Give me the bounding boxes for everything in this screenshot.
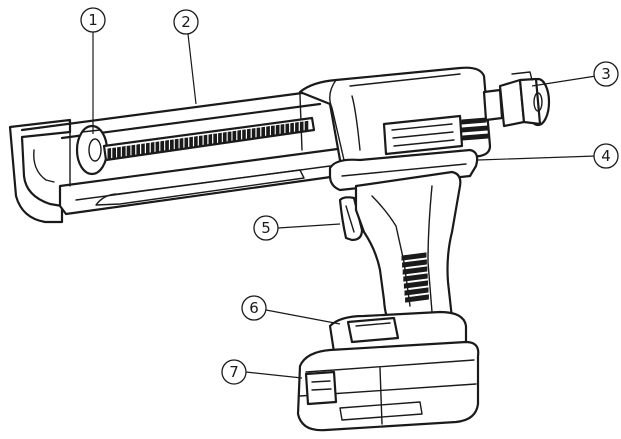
piston-disc (75, 124, 109, 176)
callout-6: 6 (241, 295, 267, 321)
pistol-grip (354, 170, 462, 336)
toothed-rack (102, 116, 316, 162)
callout-2-label: 2 (181, 13, 191, 31)
callout-5: 5 (253, 215, 279, 241)
battery-pack (296, 340, 480, 432)
callout-5-label: 5 (261, 219, 271, 237)
leader-7 (245, 371, 303, 379)
rear-knob (482, 71, 551, 128)
handle-collar (328, 148, 479, 192)
callout-1-label: 1 (88, 11, 98, 29)
callout-7-label: 7 (229, 363, 239, 381)
callout-6-label: 6 (249, 299, 259, 317)
callout-3-label: 3 (601, 65, 611, 83)
callout-7: 7 (221, 359, 247, 385)
motor-housing (298, 66, 492, 170)
leader-3 (531, 75, 597, 87)
cartridge-frame (8, 90, 354, 224)
leader-6 (265, 309, 341, 325)
callout-3: 3 (593, 61, 619, 87)
callout-4-label: 4 (601, 147, 611, 165)
callout-4: 4 (593, 143, 619, 169)
leader-4 (477, 155, 597, 161)
leader-2 (187, 33, 197, 105)
callout-2: 2 (173, 9, 199, 35)
leader-5 (277, 223, 341, 229)
callout-1: 1 (80, 7, 106, 33)
battery-latch (328, 310, 468, 354)
leader-lines (92, 32, 597, 379)
